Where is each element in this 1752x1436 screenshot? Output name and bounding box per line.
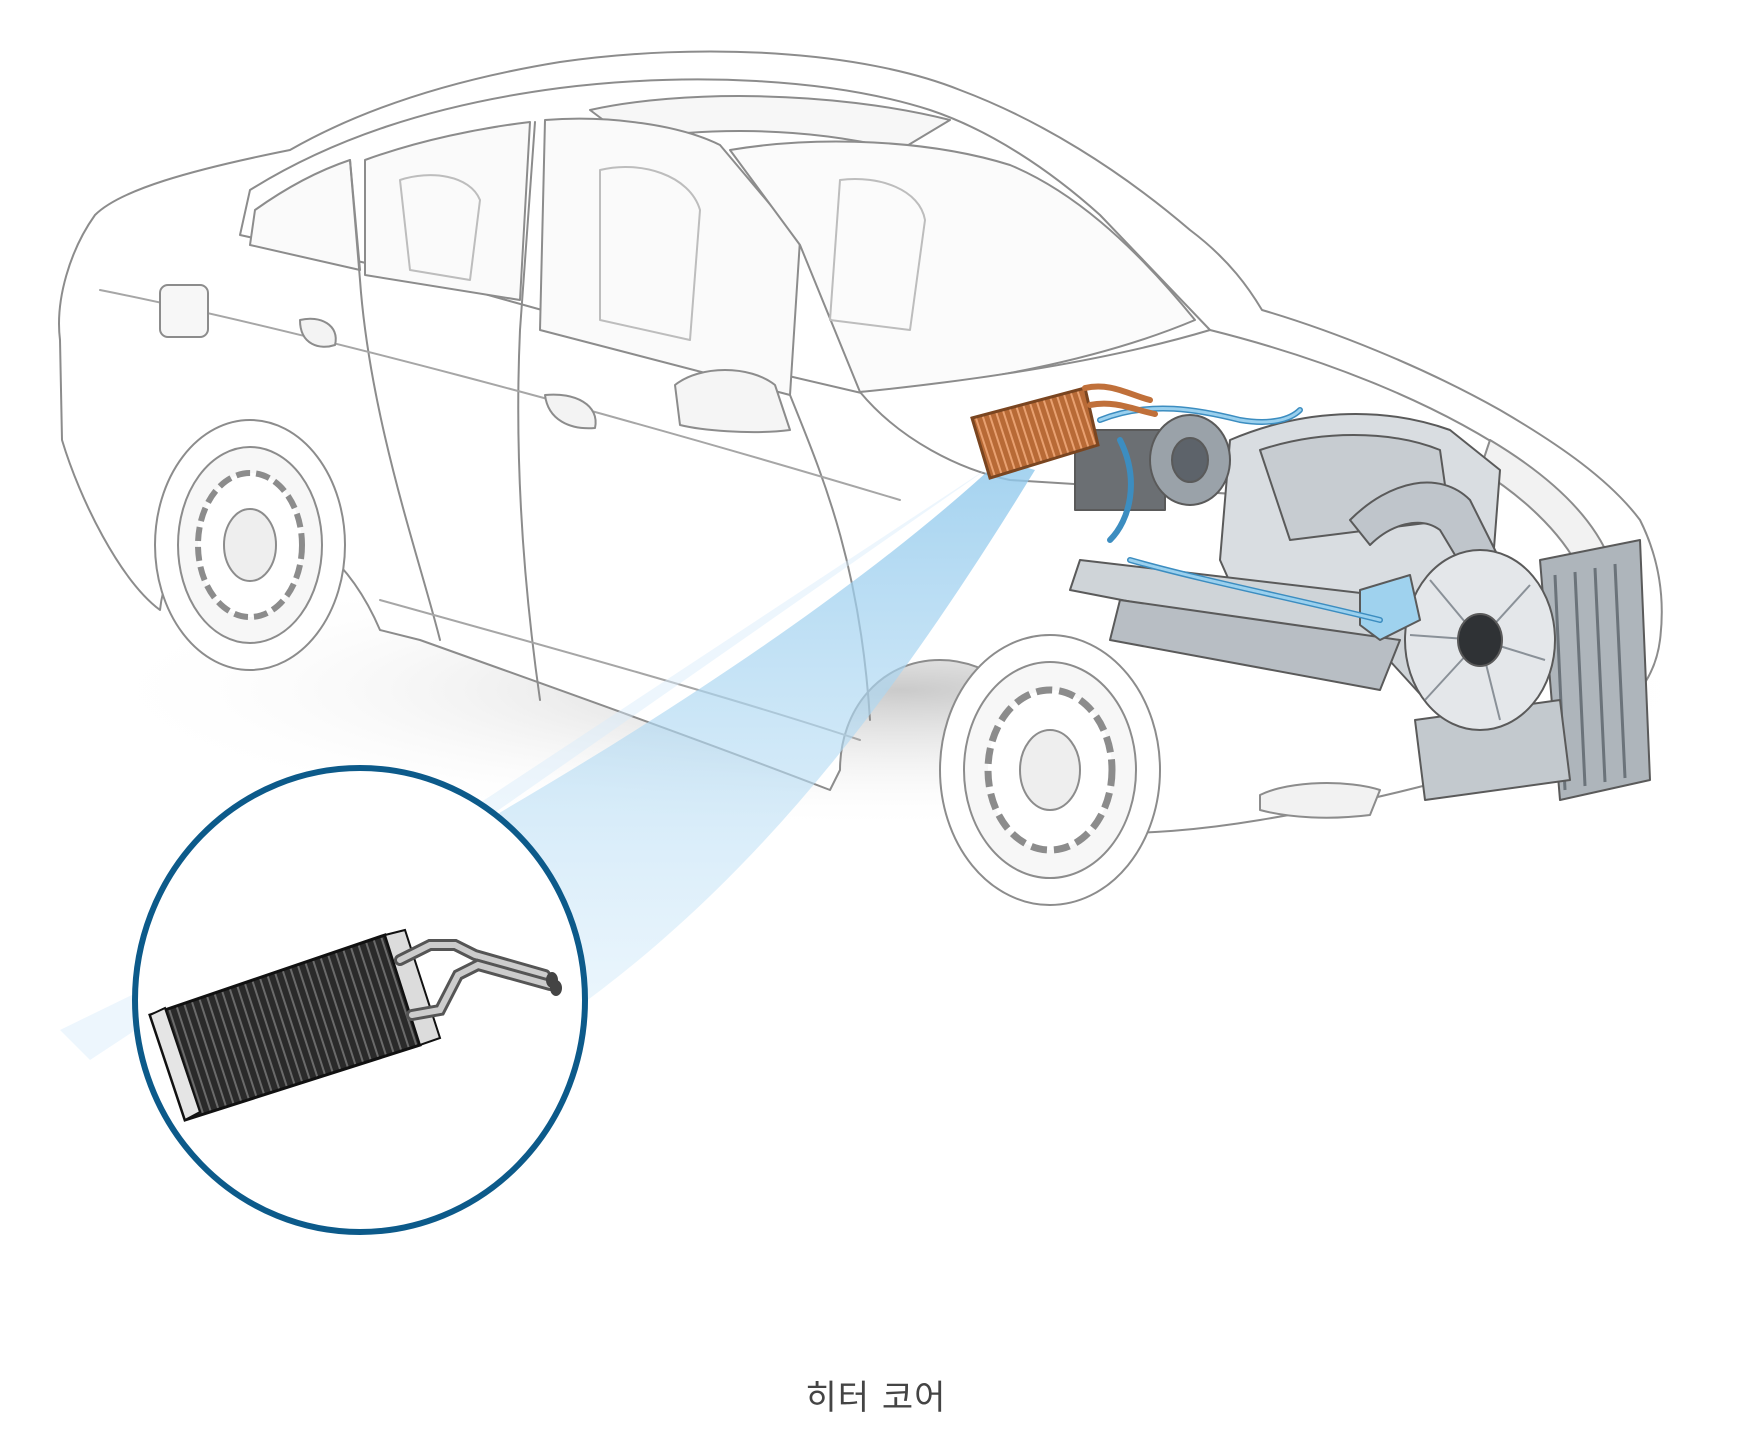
engine-bay bbox=[1069, 412, 1651, 801]
callout-beam bbox=[470, 460, 1035, 1020]
subframe bbox=[1109, 599, 1401, 691]
car-door-handle-rear bbox=[299, 317, 337, 348]
heater-core-diagram bbox=[58, 50, 1720, 1235]
magnifier-callout bbox=[132, 765, 588, 1235]
car-seat-front-2 bbox=[829, 178, 926, 331]
car-fuel-door bbox=[159, 284, 209, 338]
car-rear-door-window bbox=[364, 121, 531, 301]
car-side-mirror bbox=[674, 369, 791, 434]
rear-wheel bbox=[154, 419, 346, 671]
car-fog-light bbox=[1259, 782, 1381, 819]
car-seat-front bbox=[599, 166, 701, 341]
car-sunroof bbox=[589, 95, 951, 151]
car-door-line-rear bbox=[349, 159, 441, 641]
car-seat-rear bbox=[399, 174, 481, 281]
car-door-handle-front bbox=[544, 393, 597, 430]
front-wheel bbox=[939, 634, 1161, 906]
car-illustration bbox=[58, 50, 1663, 834]
coolant-reservoir bbox=[1359, 574, 1421, 641]
diagram-caption: 히터 코어 bbox=[805, 1378, 947, 1418]
heater-core-icon bbox=[970, 383, 1158, 480]
heater-core-enlarged bbox=[148, 928, 562, 1122]
